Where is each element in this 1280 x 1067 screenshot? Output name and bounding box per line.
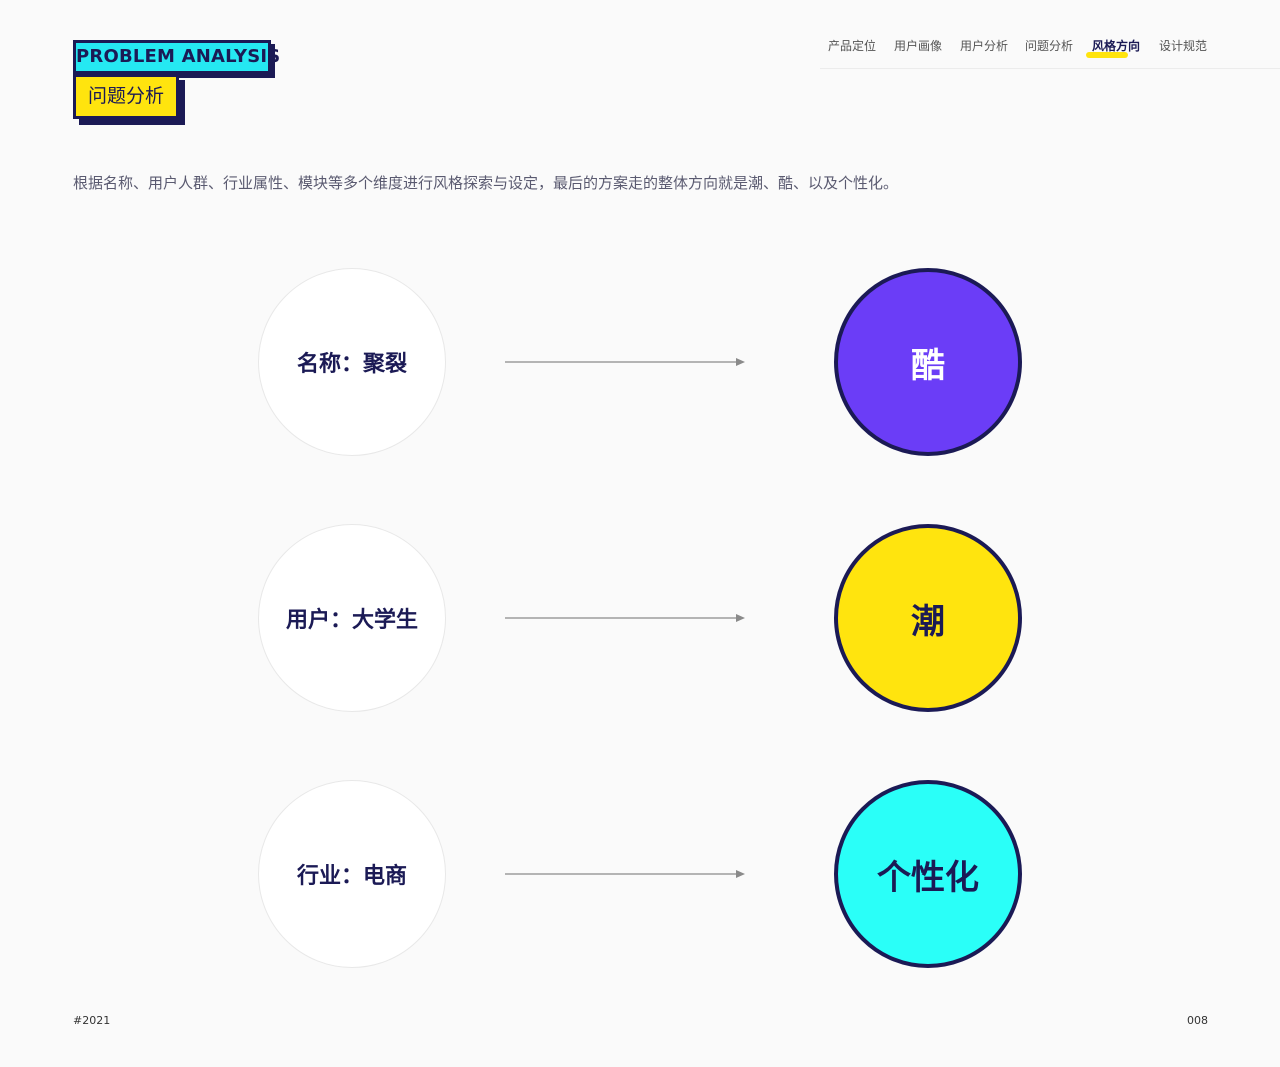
logo-chinese-label: 问题分析 [73,74,179,119]
logo-english-label: PROBLEM ANALYSIS [73,40,280,74]
intro-text: 根据名称、用户人群、行业属性、模块等多个维度进行风格探索与设定，最后的方案走的整… [73,174,899,192]
target-label: 个性化 [877,857,979,898]
nav-item-design-spec[interactable]: 设计规范 [1159,39,1208,53]
top-nav: 产品定位 用户画像 用户分析 问题分析 风格方向 设计规范 [820,38,1280,69]
arrow-icon [505,614,745,622]
target-circle-cool: 酷 [834,268,1022,456]
source-label: 名称：聚裂 [296,352,407,377]
nav-item-problem-analysis[interactable]: 问题分析 [1025,39,1074,53]
nav-item-user-analysis[interactable]: 用户分析 [960,39,1009,53]
source-circle-user: 用户：大学生 [258,524,446,712]
target-circle-trendy: 潮 [834,524,1022,712]
footer-page-number: 008 [1187,1014,1208,1027]
logo: PROBLEM ANALYSIS 问题分析 [73,40,280,126]
target-label: 酷 [911,345,945,386]
arrow-icon [505,358,745,366]
arrow-icon [505,870,745,878]
target-circle-personalized: 个性化 [834,780,1022,968]
source-circle-name: 名称：聚裂 [258,268,446,456]
source-label: 用户：大学生 [285,608,418,633]
target-label: 潮 [911,601,945,642]
footer-year: #2021 [73,1014,111,1027]
source-circle-industry: 行业：电商 [258,780,446,968]
source-label: 行业：电商 [296,864,407,889]
nav-item-product-positioning[interactable]: 产品定位 [828,39,877,53]
nav-item-style-direction[interactable]: 风格方向 [1085,39,1141,58]
nav-item-user-persona[interactable]: 用户画像 [894,39,943,53]
